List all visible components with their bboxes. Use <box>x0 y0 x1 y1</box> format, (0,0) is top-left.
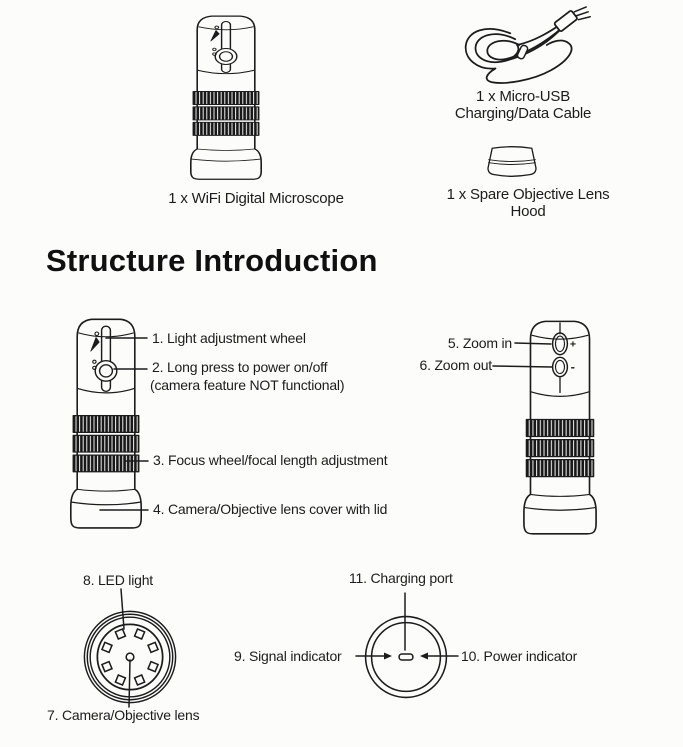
cable-caption-line1: 1 x Micro-USB <box>475 88 571 105</box>
port-face-figure <box>364 615 448 699</box>
label-led-light: 8. LED light <box>83 572 153 588</box>
label-power-indicator: 10. Power indicator <box>461 648 578 664</box>
hood-caption-line2: Hood <box>510 203 546 221</box>
label-zoom-in: 5. Zoom in <box>447 335 512 351</box>
section-heading: Structure Introduction <box>46 243 378 278</box>
wifi-microscope-figure <box>190 15 262 180</box>
label-power-button-line2: (camera feature NOT functional) <box>150 377 345 393</box>
label-charging-port: 11. Charging port <box>349 570 453 586</box>
label-light-adjustment-wheel: 1. Light adjustment wheel <box>152 330 306 346</box>
zoom-out-minus-icon: - <box>571 359 575 374</box>
microscope-front-view-figure <box>70 318 142 529</box>
hood-caption-line1: 1 x Spare Objective Lens <box>446 186 610 203</box>
label-focus-wheel: 3. Focus wheel/focal length adjustment <box>153 452 388 468</box>
label-zoom-out: 6. Zoom out <box>419 357 492 373</box>
label-signal-indicator: 9. Signal indicator <box>234 648 342 664</box>
label-lens-cover: 4. Camera/Objective lens cover with lid <box>153 501 388 517</box>
lens-face-figure <box>83 610 177 704</box>
hood-caption: 1 x Spare Objective Lens Hood <box>428 186 628 221</box>
cable-caption-line2: Charging/Data Cable <box>454 105 592 123</box>
lens-hood-figure <box>487 146 537 177</box>
zoom-in-plus-icon: + <box>570 340 576 351</box>
usb-cable-figure <box>464 6 591 84</box>
cable-caption: 1 x Micro-USB Charging/Data Cable <box>433 88 613 123</box>
microscope-back-view-figure: + - <box>523 320 597 535</box>
label-camera-objective-lens: 7. Camera/Objective lens <box>47 707 200 723</box>
microscope-caption: 1 x WiFi Digital Microscope <box>168 190 344 207</box>
label-power-button-line1: 2. Long press to power on/off <box>152 359 328 375</box>
